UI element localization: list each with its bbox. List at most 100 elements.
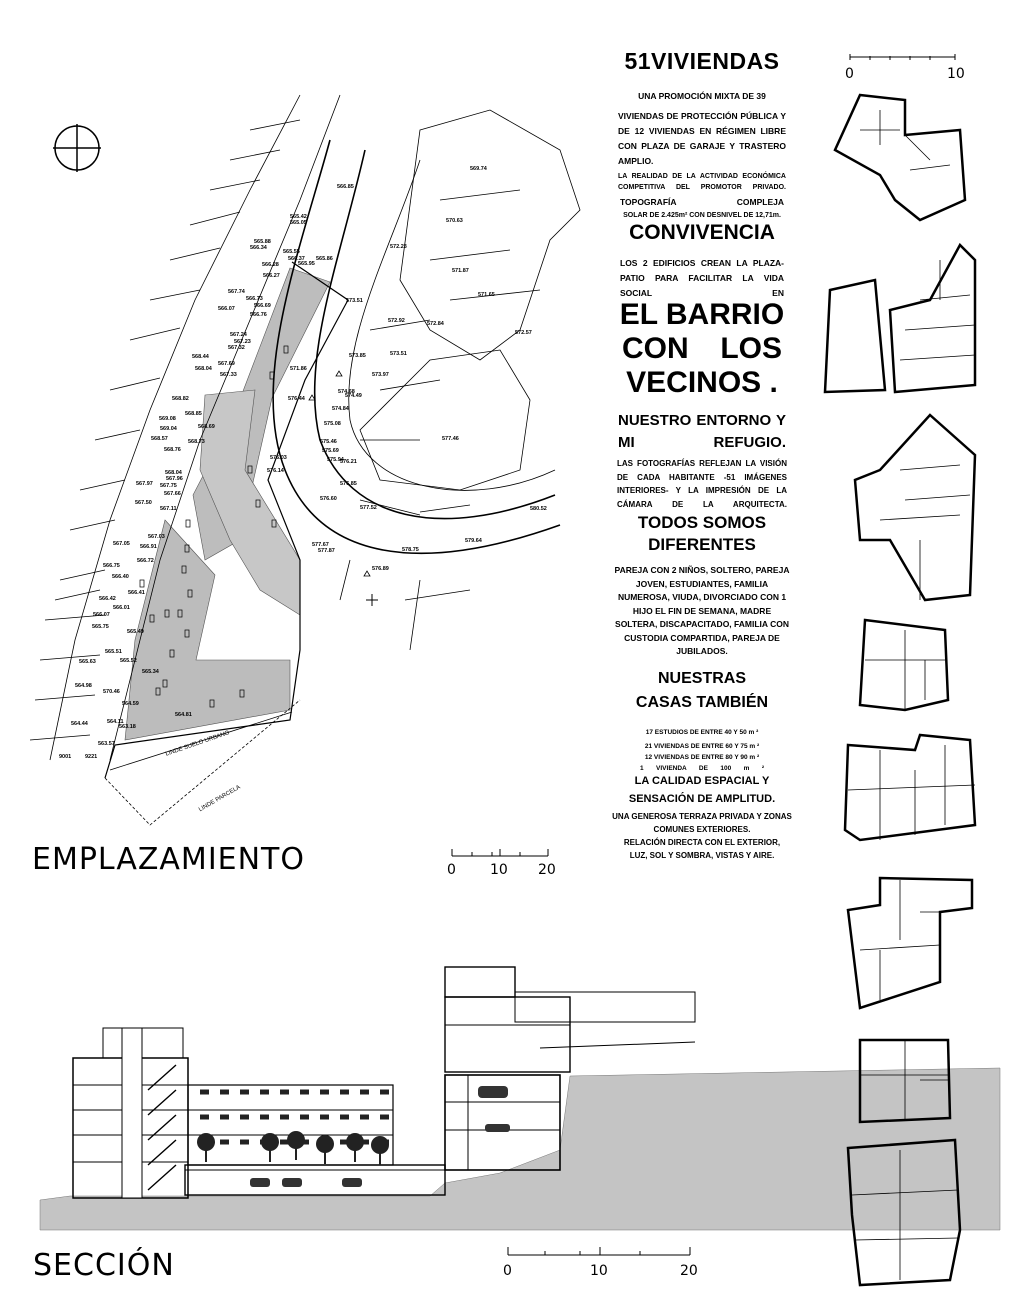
parking-mark — [162, 679, 168, 688]
room-wall — [854, 1237, 959, 1241]
parking-mark — [139, 579, 145, 588]
level-label: 580.52 — [530, 506, 547, 512]
level-label: 568.73 — [188, 439, 205, 445]
tree-icon — [316, 1135, 334, 1153]
parking-mark — [283, 345, 289, 354]
tree-trunk — [324, 1152, 326, 1164]
level-label: 575.69 — [322, 448, 339, 454]
level-label: 564.98 — [75, 683, 92, 689]
level-label: 565.95 — [298, 261, 315, 267]
tree-icon — [346, 1133, 364, 1151]
quality-heading: LA CALIDAD ESPACIAL Y SENSACIÓN DE AMPLI… — [628, 775, 776, 805]
ground — [39, 1067, 1001, 1231]
level-label: 565.75 — [92, 624, 109, 630]
level-label: 566.91 — [140, 544, 157, 550]
level-label: 567.75 — [160, 483, 177, 489]
room-wall — [879, 514, 961, 521]
level-label: 576.85 — [340, 481, 357, 487]
site-plan — [29, 94, 581, 826]
level-label: 566.28 — [262, 262, 279, 268]
parking-mark — [169, 649, 175, 658]
level-label: 576.89 — [372, 566, 389, 572]
level-label: 566.34 — [250, 245, 268, 251]
room-wall — [919, 294, 971, 301]
level-label: 576.60 — [320, 496, 337, 502]
level-label: 563.57 — [98, 741, 115, 747]
level-label: 574.49 — [345, 393, 362, 399]
convivencia-heading: CONVIVENCIA — [629, 221, 775, 244]
level-label: 572.84 — [427, 321, 445, 327]
level-label: 568.85 — [185, 411, 202, 417]
level-label: 566.76 — [250, 312, 267, 318]
level-label: 565.42 — [290, 214, 307, 220]
level-label: 565.52 — [120, 658, 137, 664]
level-label: 565.51 — [105, 649, 122, 655]
level-label: 565.63 — [79, 659, 96, 665]
barrio-line-2: CON LOS — [622, 332, 782, 365]
level-label: 567.24 — [230, 332, 248, 338]
room-wall — [859, 944, 941, 951]
terrace-text: UNA GENEROSA TERRAZA PRIVADA Y ZONAS COM… — [612, 812, 792, 834]
seccion-label: SECCIÓN — [33, 1248, 175, 1283]
floor-plans — [823, 93, 977, 1287]
household-types: PAREJA CON 2 NIÑOS, SOLTERO, PAREJA JOVE… — [614, 565, 790, 656]
level-label: 572.92 — [388, 318, 405, 324]
level-label: 566.73 — [246, 296, 263, 302]
level-label: 567.96 — [166, 476, 183, 482]
level-label: 572.23 — [390, 244, 407, 250]
tree-icon — [261, 1133, 279, 1151]
level-label: 576.44 — [288, 396, 306, 402]
parking-mark — [187, 589, 193, 598]
scale-bar-section — [507, 1247, 691, 1256]
shaded-area-middle — [199, 389, 301, 616]
level-label: 566.69 — [254, 303, 271, 309]
north-arrow-icon — [53, 124, 101, 172]
level-label: 568.82 — [172, 396, 189, 402]
level-label: 574.68 — [338, 389, 355, 395]
unit-list-4: 1 VIVIENDA DE 100 m ² — [640, 765, 764, 772]
level-label: 568.69 — [198, 424, 215, 430]
level-label: 569.74 — [470, 166, 488, 172]
emplazamiento-label: EMPLAZAMIENTO — [32, 842, 305, 877]
level-label: 566.75 — [103, 563, 120, 569]
level-label: 565.49 — [127, 629, 144, 635]
intro-line-1: UNA PROMOCIÓN MIXTA DE 39 — [638, 91, 766, 101]
parking-mark — [149, 614, 155, 623]
floor-plan-6 — [846, 876, 974, 1010]
parking-mark — [247, 465, 253, 474]
level-label: 566.72 — [137, 558, 154, 564]
level-label: 566.27 — [263, 273, 280, 279]
todos-line-1: TODOS SOMOS — [637, 513, 767, 532]
level-label: 571.65 — [478, 292, 495, 298]
room-wall — [909, 164, 951, 171]
scale-bar-plans — [849, 54, 956, 60]
level-label: 566.40 — [112, 574, 129, 580]
casas-line-2: CASAS TAMBIÉN — [635, 694, 769, 711]
scale-plans-10: 10 — [947, 66, 965, 82]
parking-mark — [239, 689, 245, 698]
level-label: 566.37 — [288, 256, 305, 262]
level-label: 573.85 — [349, 353, 366, 359]
parking-mark — [255, 499, 261, 508]
level-label: 575.94 — [327, 457, 345, 463]
level-label: 567.97 — [136, 481, 153, 487]
todos-line-2: DIFERENTES — [648, 535, 756, 554]
level-label: 578.75 — [402, 547, 419, 553]
level-label: 570.46 — [103, 689, 120, 695]
economic-note: LA REALIDAD DE LA ACTIVIDAD ECONÓMICA CO… — [618, 173, 786, 191]
floor-plan-7 — [858, 1038, 952, 1124]
level-label: 576.14 — [267, 468, 285, 474]
buildings-text: LOS 2 EDIFICIOS CREAN LA PLAZA-PATIO PAR… — [620, 258, 784, 298]
level-label: 566.01 — [113, 605, 130, 611]
floor-plan-8 — [846, 1138, 962, 1287]
unit-list-2: 21 VIVIENDAS DE ENTRE 60 Y 75 m ² — [644, 743, 760, 750]
level-label: 568.04 — [195, 366, 213, 372]
level-label: 566.42 — [99, 596, 116, 602]
room-wall — [904, 494, 971, 501]
room-wall — [851, 1189, 959, 1196]
level-label: 567.23 — [234, 339, 251, 345]
level-label: 565.05 — [290, 220, 307, 226]
level-label: 567.74 — [228, 289, 246, 295]
level-label: 568.44 — [192, 354, 210, 360]
level-label: 574.84 — [332, 406, 350, 412]
